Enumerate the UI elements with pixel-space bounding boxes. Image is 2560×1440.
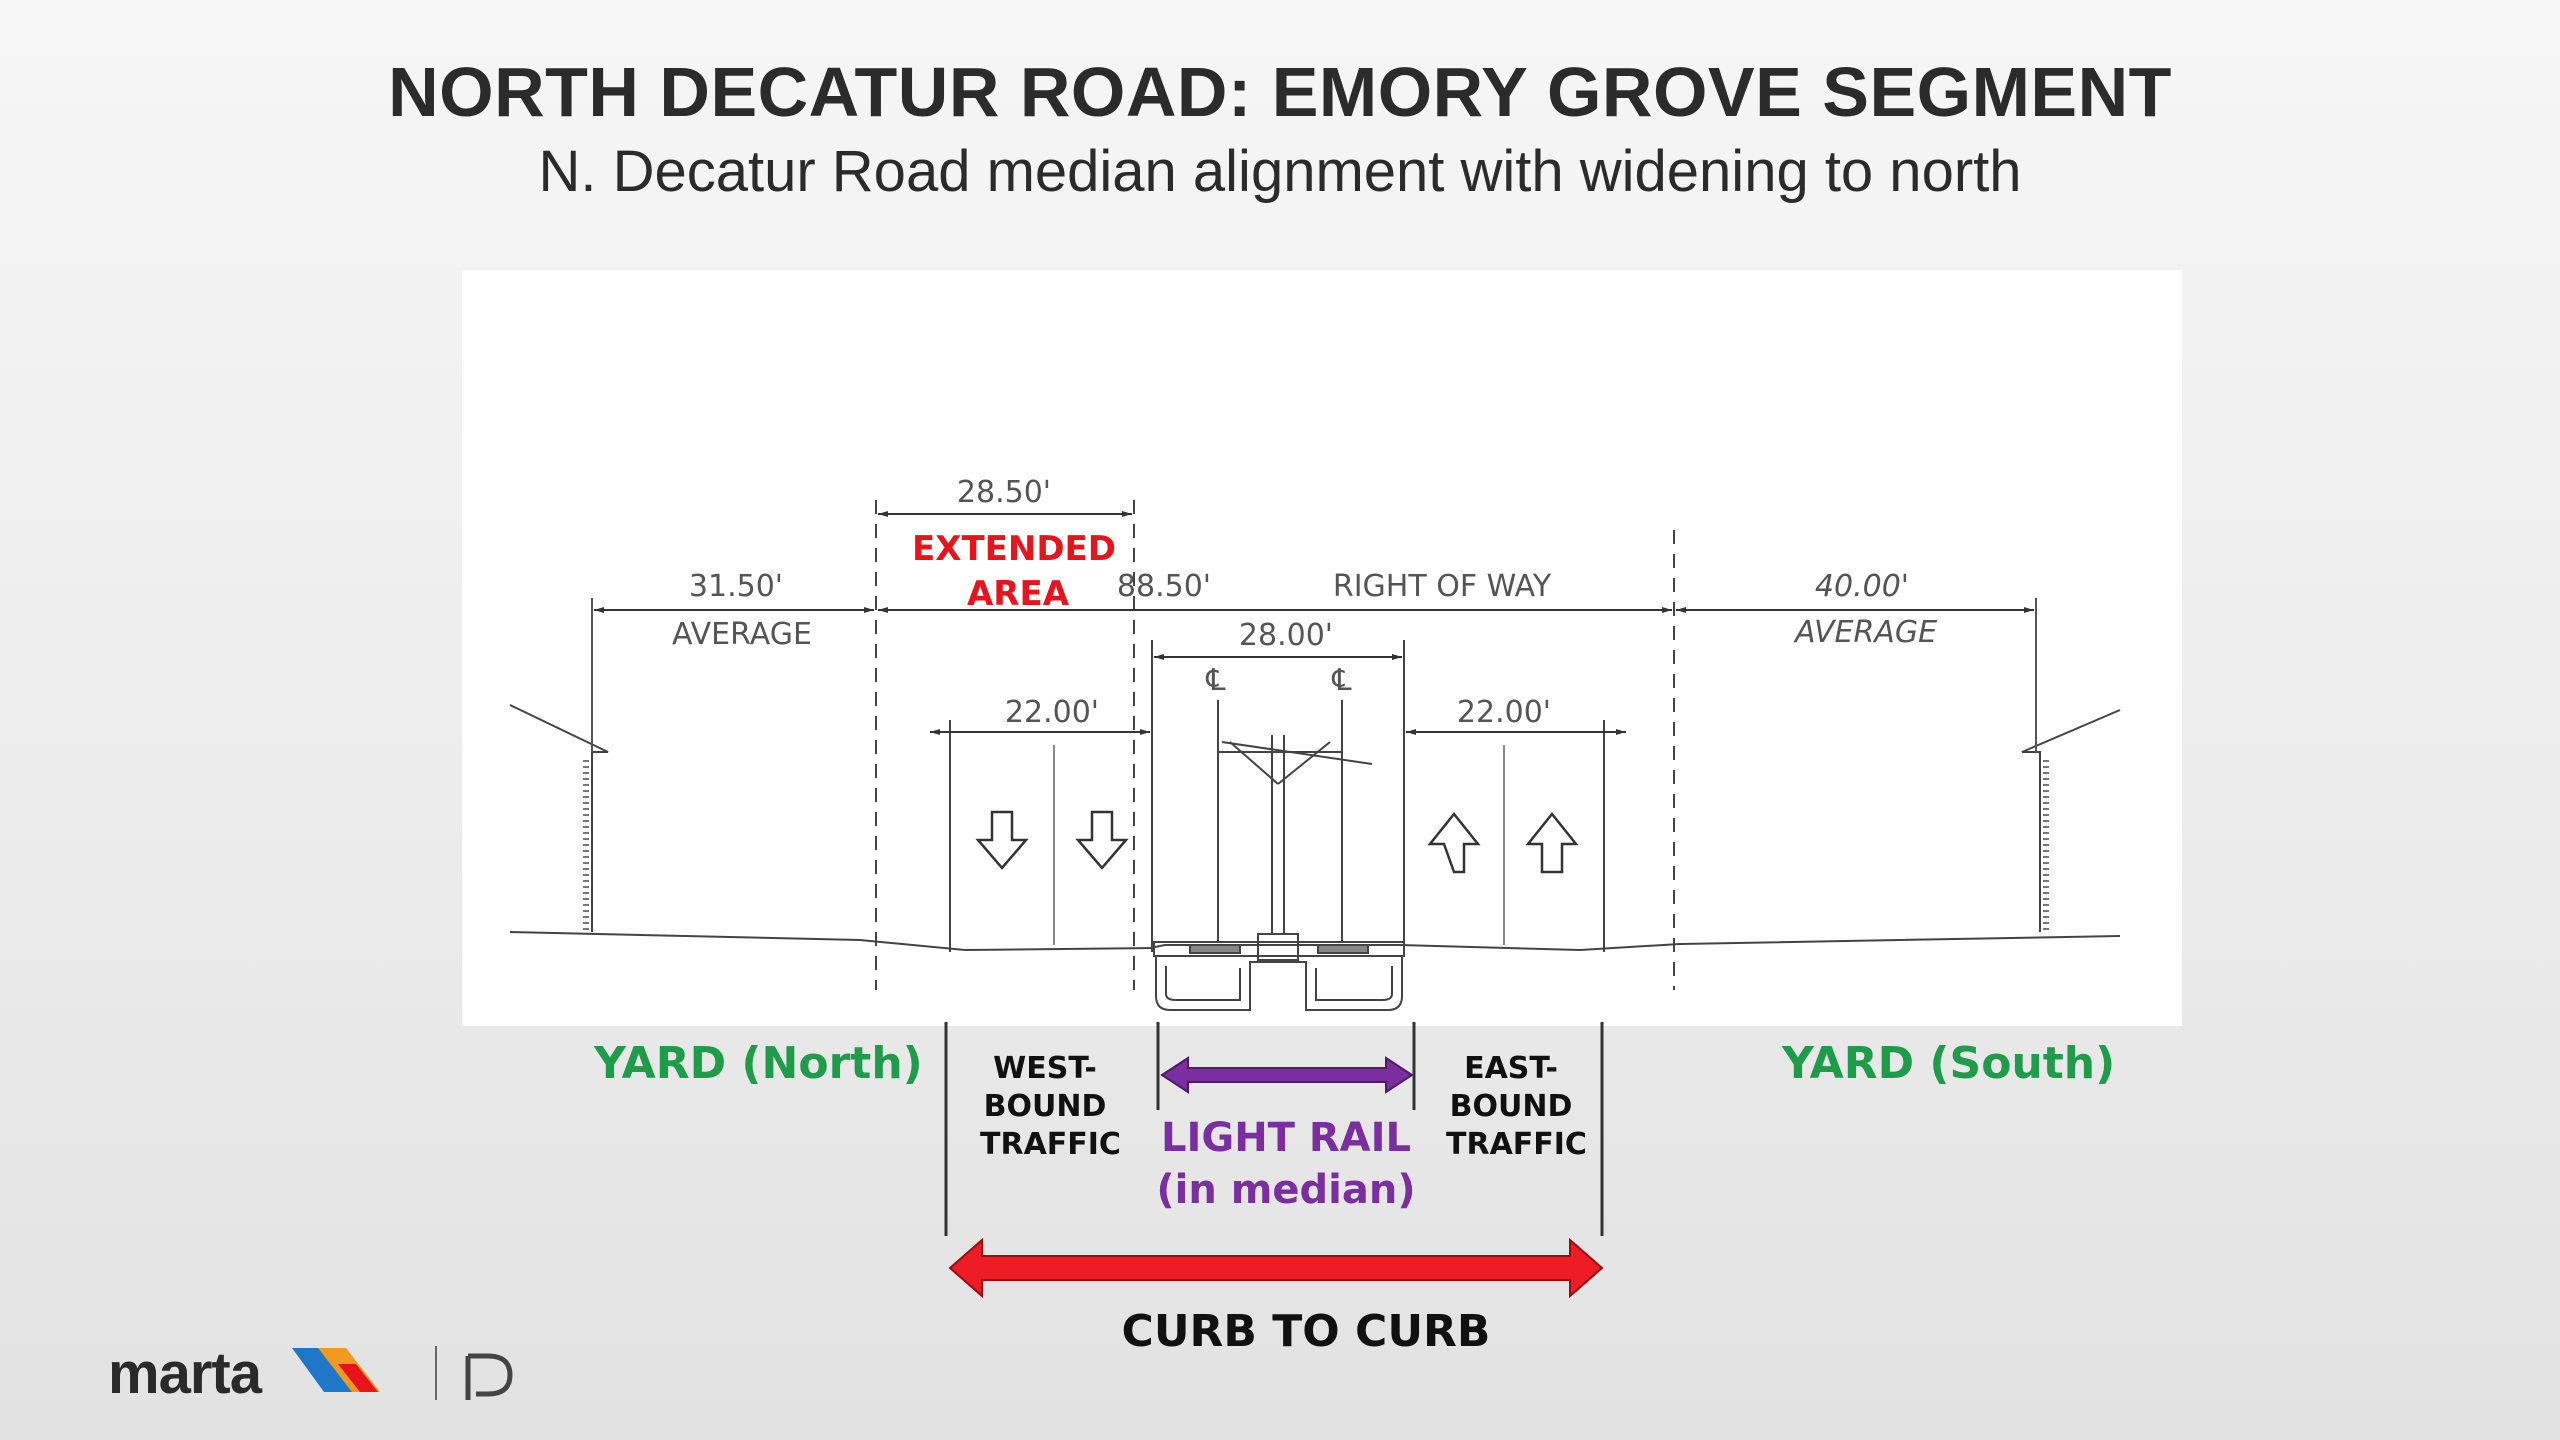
light-rail-label: LIGHT RAIL (in median) <box>1156 1112 1416 1216</box>
centerline-west-symbol: ℄ <box>1205 663 1225 698</box>
extended-label-2: AREA <box>967 574 1070 614</box>
curb-to-curb-arrow <box>948 1237 1604 1299</box>
south-yard-width-text: 40.00' <box>1815 569 1909 604</box>
south-embankment <box>2021 709 2121 932</box>
extended-label-1: EXTENDED <box>912 529 1116 569</box>
eastbound-label: EAST- BOUND TRAFFIC <box>1446 1050 1587 1164</box>
north-embankment <box>509 704 609 932</box>
cross-section-drawing <box>462 270 2182 1026</box>
curb-to-curb-label: CURB TO CURB <box>1121 1306 1491 1357</box>
marta-logo: marta <box>108 1341 262 1406</box>
light-rail-label-line-1: LIGHT RAIL <box>1160 1115 1412 1161</box>
light-rail-arrow <box>1160 1056 1414 1094</box>
page-subtitle: N. Decatur Road median alignment with wi… <box>538 139 2022 204</box>
yard-south-label: YARD (South) <box>1782 1038 2116 1089</box>
eastbound-label-line-1: EAST- <box>1464 1051 1558 1086</box>
marta-logo-stripes <box>292 1346 513 1400</box>
south-yard-label: AVERAGE <box>1793 615 1937 650</box>
westbound-width-text: 22.00' <box>1005 695 1099 730</box>
north-yard-width-text: 31.50' <box>689 569 783 604</box>
westbound-label-line-2: BOUND <box>983 1089 1107 1124</box>
eastbound-width-text: 22.00' <box>1457 695 1551 730</box>
centerline-east-symbol: ℄ <box>1331 663 1351 698</box>
yard-north-label: YARD (North) <box>594 1038 923 1089</box>
eastbound-label-line-2: BOUND <box>1449 1089 1573 1124</box>
eastbound-lane-arrow-2 <box>1525 811 1579 874</box>
light-rail-label-line-2: (in median) <box>1156 1167 1416 1213</box>
westbound-label: WEST- BOUND TRAFFIC <box>980 1050 1121 1164</box>
row-label: RIGHT OF WAY <box>1333 569 1552 604</box>
median-width-text: 28.00' <box>1239 618 1333 653</box>
extended-width-text: 28.50' <box>957 475 1051 510</box>
westbound-label-line-1: WEST- <box>993 1051 1097 1086</box>
page-title: NORTH DECATUR ROAD: EMORY GROVE SEGMENT <box>388 53 2172 131</box>
eastbound-lane-arrow-1 <box>1427 811 1481 874</box>
westbound-lane-arrow-1 <box>975 810 1029 870</box>
north-yard-label: AVERAGE <box>672 617 812 652</box>
westbound-lane-arrow-2 <box>1075 810 1129 870</box>
westbound-label-line-3: TRAFFIC <box>980 1127 1121 1162</box>
light-rail-structure <box>1153 700 1405 1011</box>
eastbound-label-line-3: TRAFFIC <box>1446 1127 1587 1162</box>
row-width-text: 88.50' <box>1117 569 1211 604</box>
